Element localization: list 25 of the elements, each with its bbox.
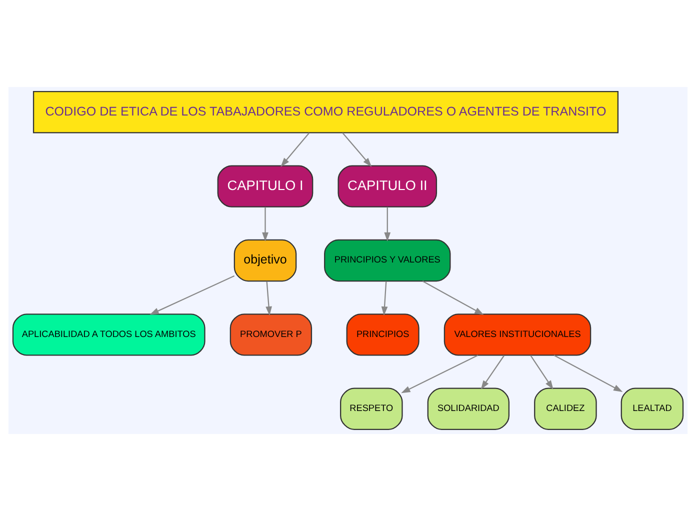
node-box: PRINCIPIOS: [346, 313, 420, 356]
arrow: [530, 354, 554, 390]
node-box: PRINCIPIOS Y VALORES: [324, 238, 451, 282]
arrow: [262, 206, 268, 241]
node-box: PROMOVER P: [230, 313, 312, 356]
node-box: CALIDEZ: [534, 387, 597, 430]
arrow: [150, 274, 235, 314]
node-box: CAPITULO I: [217, 164, 314, 207]
node-box: SOLIDARIDAD: [427, 387, 510, 430]
arrow: [480, 354, 505, 390]
arrow: [342, 132, 372, 166]
node-box: CAPITULO II: [338, 164, 438, 207]
arrow: [280, 132, 310, 166]
arrow: [384, 206, 391, 241]
node-box: LEALTAD: [620, 387, 684, 430]
arrow: [381, 280, 388, 316]
node-box: APLICABILIDAD A TODOS LOS AMBITOS: [12, 313, 206, 356]
node-box: objetivo: [234, 238, 297, 282]
node-box: VALORES INSTITUCIONALES: [444, 313, 592, 356]
arrow: [422, 280, 484, 314]
node-box: RESPETO: [340, 387, 403, 430]
node-box: CODIGO DE ETICA DE LOS TABAJADORES COMO REGULADORES O AGENTES DE TRANSITO: [32, 90, 619, 133]
arrow: [401, 354, 478, 393]
arrow: [554, 354, 623, 392]
arrow: [266, 280, 272, 316]
